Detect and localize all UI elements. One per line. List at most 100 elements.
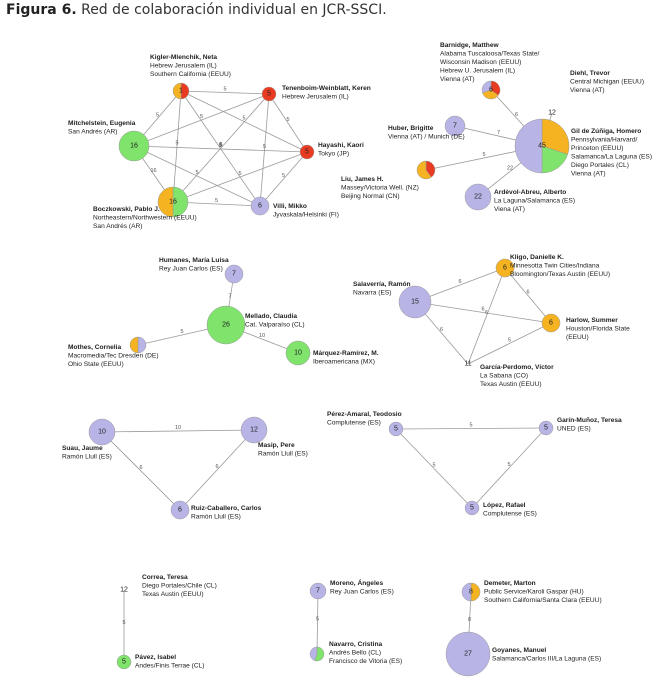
node-affiliation: Bloomington/Texas Austin (EEUU) (510, 271, 610, 278)
node-circle (444, 115, 466, 137)
node-circle (398, 285, 432, 319)
node-value: 12 (250, 427, 258, 434)
node-name: Boczkowski, Pablo J. (93, 206, 160, 213)
edge-weight-label: 5 (156, 113, 159, 119)
node-affiliation: Northeastern/Northwestern (EEUU) (93, 215, 197, 222)
node-value: 8 (469, 589, 473, 596)
node-circle (445, 631, 491, 677)
node-circle (541, 313, 561, 333)
node-affiliation: Cat. Valparaíso (CL) (245, 322, 305, 329)
node-affiliation: Minnesotta Twin Cities/Indiana (510, 263, 600, 270)
node-affiliation: Rey Juan Carlos (ES) (330, 589, 394, 596)
node-affiliation: San Andrés (AR) (93, 223, 142, 230)
node-affiliation: Rey Juan Carlos (ES) (159, 266, 223, 273)
edge-weight-label: 6 (440, 327, 443, 333)
node-affiliation: Public Service/Karoli Gaspar (HU) (484, 589, 584, 596)
node-affiliation: Hebrew U. Jerusalem (IL) (440, 68, 515, 75)
node-value: 6 (503, 265, 507, 272)
node-name: Navarro, Cristina (329, 641, 382, 648)
node-name: Kigler-Mlenchik, Neta (150, 54, 217, 61)
node-affiliation: Viena (AT) (494, 206, 525, 213)
edge-weight-label: 5 (219, 142, 222, 148)
node-affiliation: Pennsylvania/Harvard/ (571, 137, 638, 144)
node-name: Mothes, Cornelia (68, 344, 121, 351)
node-name: García-Perdomo, Víctor (480, 364, 554, 371)
node-affiliation: Salamanca/La Laguna (ES) (571, 154, 652, 161)
node-name: Barnidge, Matthew (440, 42, 499, 49)
node-affiliation: Ramón Llull (ES) (62, 454, 112, 461)
node-name: Pérez-Amaral, Teodosio (327, 411, 402, 418)
edge-weight-label: 5 (507, 462, 510, 468)
node-affiliation: Wisconsin Madison (EEUU) (440, 59, 521, 66)
node-affiliation: Alabama Tuscaloosa/Texas State/ (440, 51, 539, 58)
node-affiliation: Vienna (AT) (571, 171, 606, 178)
edge-tenenboim-hayashi (268, 93, 308, 153)
node-name: Mellado, Claudia (245, 313, 297, 320)
node-name: Gil de Zúñiga, Homero (571, 128, 641, 135)
node-affiliation: Iberoamericana (MX) (313, 359, 375, 366)
edge-weight-label: 5 (175, 141, 178, 147)
node-name: Kligo, Danielle K. (510, 254, 564, 261)
node-affiliation: Francisco de Vitoria (ES) (329, 658, 402, 665)
node-name: Pávez, Isabel (135, 654, 176, 661)
edge-weight-label: 5 (316, 617, 319, 623)
figure-title: Figura 6. Red de colaboración individual… (6, 2, 387, 18)
edge-weight-label: 5 (215, 198, 218, 204)
edge-weight-label: 6 (526, 290, 529, 296)
edge-masip-ruiz (179, 429, 255, 511)
edge-tenenboim-mitchelstein (133, 93, 270, 147)
edge-weight-label: 5 (238, 171, 241, 177)
node-affiliation: Texas Austin (EEUU) (480, 381, 542, 388)
edge-weight-label: 5 (263, 144, 266, 150)
node-affiliation: Central Michigan (EEUU) (570, 79, 644, 86)
node-affiliation: Vienna (AT) / Munich (DE) (388, 134, 465, 141)
node-value: 5 (544, 425, 548, 432)
node-affiliation: UNED (ES) (557, 426, 591, 433)
edge-kligo-harlow (504, 267, 552, 324)
node-slice (470, 582, 481, 602)
node-name: López, Rafael (483, 502, 526, 509)
edge-weight-label: 16 (150, 168, 156, 174)
node-affiliation: San Andrés (AR) (68, 129, 117, 136)
node-name: Hayashi, Kaori (318, 142, 364, 149)
node-affiliation: Macromedia/Tec Dresden (DE) (68, 353, 159, 360)
node-circle (206, 305, 246, 345)
node-circle (309, 582, 327, 600)
edge-weight-label: 6 (481, 307, 484, 313)
edge-weight-label: 5 (180, 329, 183, 335)
node-value: 12 (120, 587, 128, 594)
edge-weight-label: 5 (219, 143, 222, 149)
node-value: 10 (294, 350, 302, 357)
node-affiliation: La Sabana (CO) (480, 373, 528, 380)
node-value: 11 (464, 361, 471, 368)
node-circle (170, 500, 190, 520)
node-value: 6 (258, 203, 262, 210)
node-affiliation: Complutense (ES) (327, 420, 381, 427)
node-affiliation: Houston/Florida State (566, 326, 630, 333)
node-value: 5 (394, 426, 398, 433)
node-value: 12 (548, 110, 556, 117)
node-value: 6 (178, 507, 182, 514)
node-value: 6 (489, 87, 493, 94)
node-slice (180, 82, 190, 100)
node-affiliation: Ohio State (EEUU) (68, 361, 124, 368)
edge-weight-label: 7 (497, 130, 500, 136)
node-slice (425, 160, 436, 178)
node-name: Demeter, Marton (484, 580, 536, 587)
node-slice (137, 336, 147, 354)
node-value: 7 (316, 588, 320, 595)
figure-caption: Red de colaboración individual en JCR-SS… (81, 2, 387, 18)
node-name: Tenenboim-Weinblatt, Keren (282, 85, 371, 92)
